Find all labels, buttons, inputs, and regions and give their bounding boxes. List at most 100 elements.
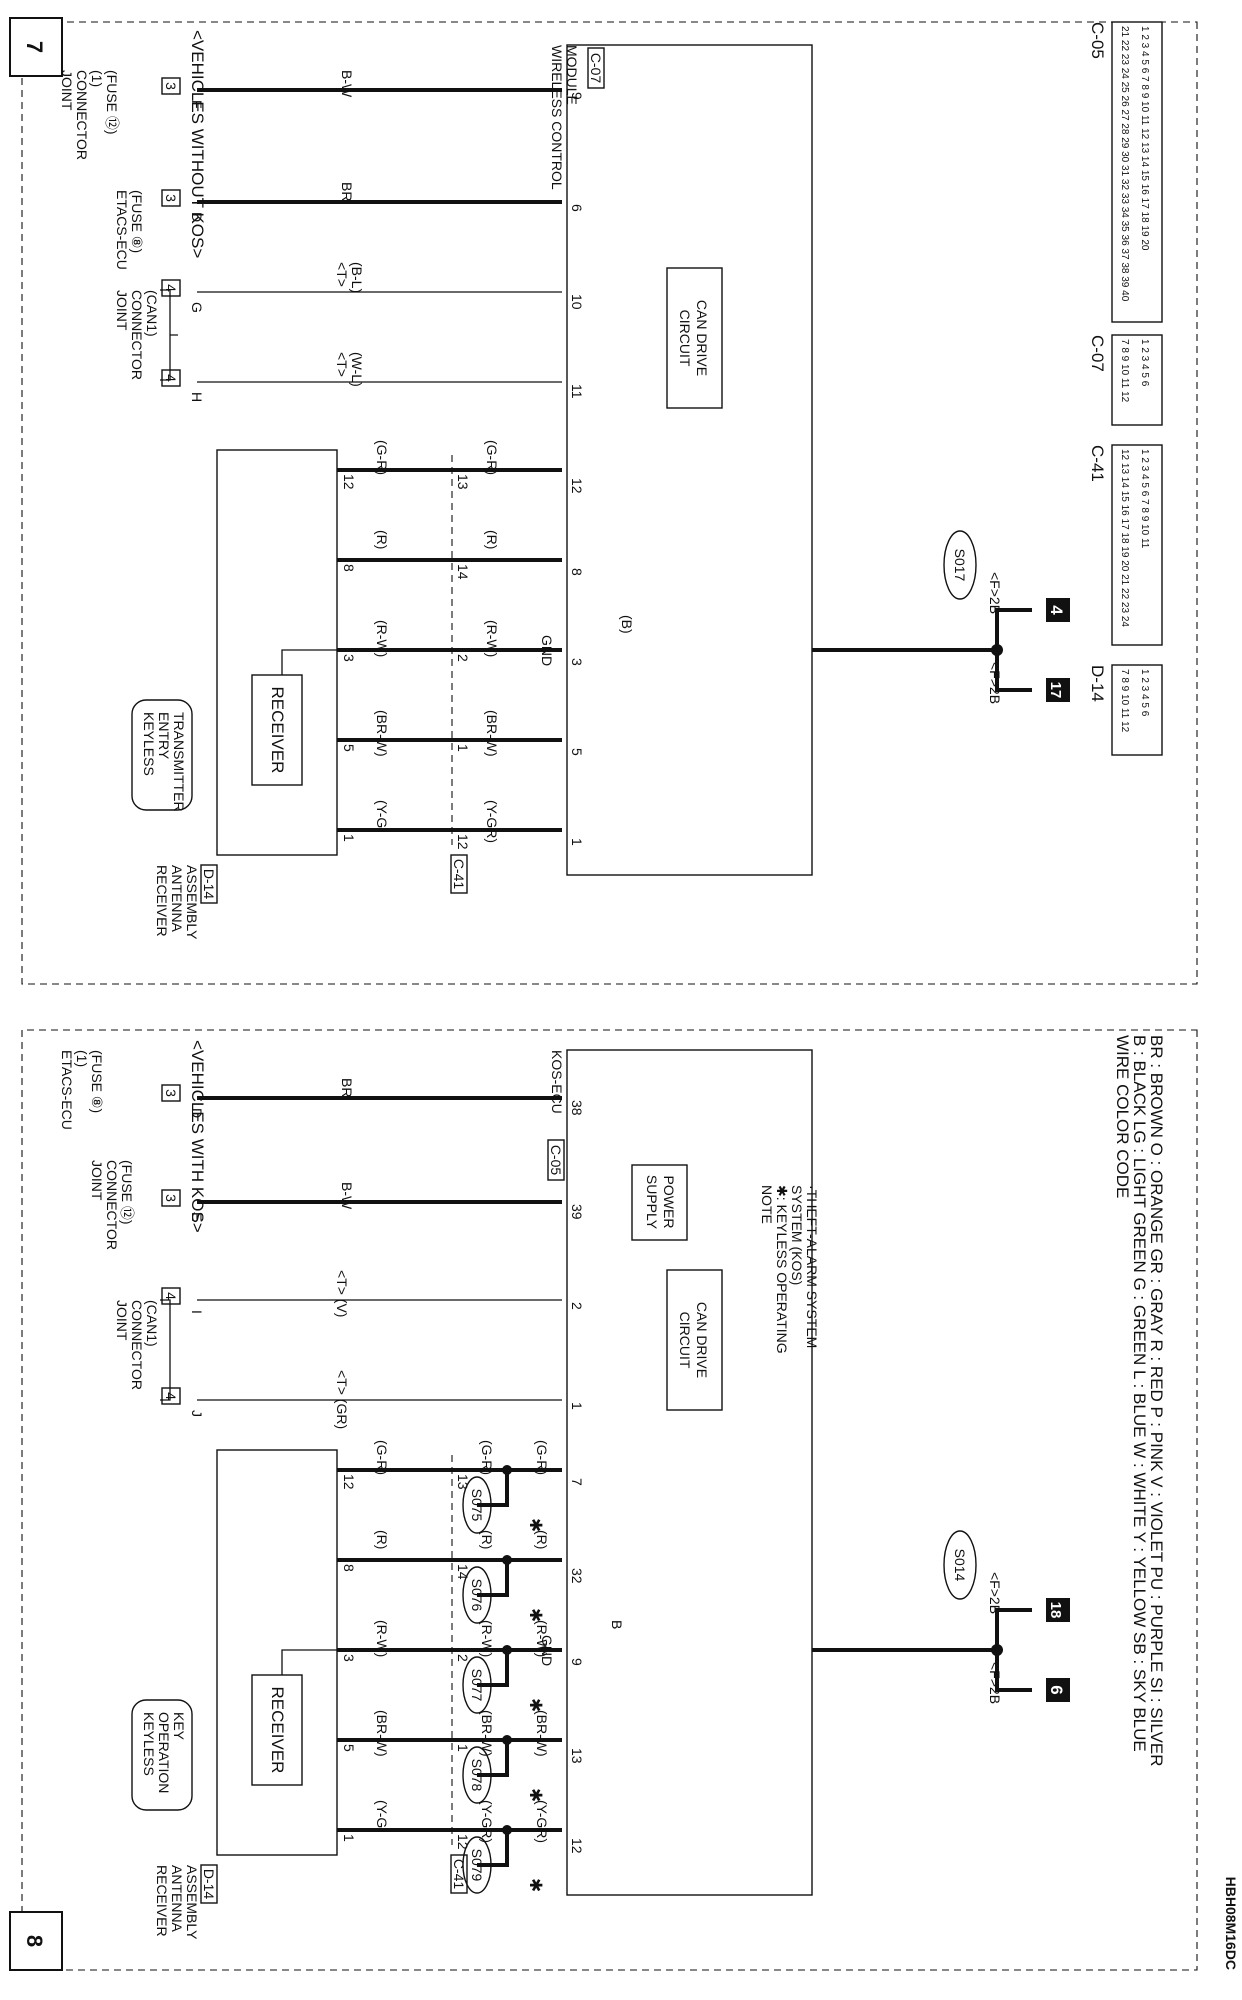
svg-text:<F>2B: <F>2B [987,1662,1003,1704]
svg-text:12 13 14 15 16 17 18 19 20 21: 12 13 14 15 16 17 18 19 20 21 22 23 24 [1119,449,1130,627]
wire-label-t1: <T> [334,262,350,287]
svg-text:8: 8 [341,564,357,572]
svg-text:9: 9 [569,1658,585,1666]
svg-text:JOINT: JOINT [59,70,75,111]
splice-s017 [943,530,977,600]
wire-label-gr: <T> (GR) [334,1370,350,1429]
kos-antenna-pins: 12 8 3 5 1 [341,1474,357,1842]
antenna-title: RECEIVER ANTENNA ASSEMBLY [154,865,200,940]
splice-s014 [943,1530,977,1600]
connector-views: C-05 1 2 3 4 5 6 7 8 9 10 11 12 13 14 15… [1088,21,1163,756]
connector-box-4d: 4 [161,1387,181,1405]
svg-text:9: 9 [569,92,585,100]
svg-text:(FUSE ⑧): (FUSE ⑧) [129,190,145,253]
ground-wire-branch-kos [995,1608,1032,1650]
source-etacs-ecu: ETACS-ECU (FUSE ⑧) [114,190,145,270]
pin-d-kos: D [189,1108,205,1118]
svg-text:13: 13 [455,474,471,490]
svg-text:4: 4 [1047,605,1066,615]
receiver-antenna-icon-kos [281,1649,337,1675]
svg-text:(Y-G): (Y-G) [374,800,390,833]
svg-text:CAN DRIVE: CAN DRIVE [694,300,710,376]
wire-label-bl: (B-L) [349,262,365,293]
svg-text:C-05: C-05 [1088,22,1107,59]
ground-point-6 [1046,1678,1070,1702]
svg-text:✱: ✱ [526,1878,545,1892]
svg-text:1: 1 [341,834,357,842]
svg-text:(R): (R) [484,530,500,549]
svg-text:(BR-W): (BR-W) [479,1710,495,1757]
gnd-wire-label-kos: B [609,1620,625,1629]
section-number-kos: 8 [22,1935,47,1947]
svg-text:SUPPLY: SUPPLY [644,1175,660,1230]
kos-splices: S075 S076 S077 S078 S079 ✱✱ ✱✱ ✱ [462,1465,545,1894]
svg-text:12: 12 [455,1834,471,1850]
svg-text:CIRCUIT: CIRCUIT [677,310,693,367]
svg-text:S075: S075 [469,1489,485,1522]
svg-text:<F>2B: <F>2B [987,662,1003,704]
module-title: WIRELESS CONTROL [549,45,565,190]
kos-mid-pins: 13 14 2 1 12 [455,1474,471,1850]
svg-text:<F>2B: <F>2B [987,1572,1003,1614]
svg-text:13: 13 [455,1474,471,1490]
variant-label: <VEHICLES WITHOUT KOS> [188,30,207,258]
keyless-entry-transmitter [131,699,193,811]
svg-text:D-14: D-14 [1088,665,1107,702]
svg-text:KEY: KEY [171,1712,187,1741]
svg-text:(R): (R) [374,1530,390,1549]
svg-text:8: 8 [569,568,585,576]
gnd-label: GND [539,635,555,666]
svg-text:1: 1 [569,838,585,846]
antenna-title-kos: RECEIVER ANTENNA ASSEMBLY [154,1865,200,1940]
receiver-block [251,674,303,786]
receiver-label-kos: RECEIVER [268,1687,287,1774]
svg-text:✱: ✱ [526,1518,545,1532]
svg-text:3: 3 [163,82,179,90]
svg-text:(BR-W): (BR-W) [534,1710,550,1757]
module-title-2: MODULE [564,45,580,105]
svg-text:·THEFT-ALARM SYSTEM: ·THEFT-ALARM SYSTEM [804,1185,820,1348]
svg-text:(BR-W): (BR-W) [374,710,390,757]
connector-box-3b: 3 [161,189,181,207]
svg-text:ETACS-ECU: ETACS-ECU [59,1050,75,1130]
svg-text:32: 32 [569,1568,585,1584]
receiver-antenna-assembly [216,449,338,856]
svg-text:3: 3 [341,1654,357,1662]
connector-box-4b: 4 [161,369,181,387]
wire-label-t2: <T> [334,352,350,377]
svg-text:JOINT: JOINT [114,1300,130,1341]
svg-text:1 2 3 4 5 6: 1 2 3 4 5 6 [1139,339,1150,387]
svg-text:4: 4 [163,284,179,292]
svg-text:(R): (R) [479,1530,495,1549]
pin-f: F [189,100,205,109]
svg-text:11: 11 [569,384,585,399]
gnd-label-kos: GND [539,1635,555,1666]
svg-text:2: 2 [455,654,471,662]
can-bracket [160,289,178,381]
svg-text:ASSEMBLY: ASSEMBLY [184,865,200,940]
svg-text:KEYLESS: KEYLESS [141,712,157,776]
svg-text:(G-R): (G-R) [484,440,500,475]
wire-label-wl: (W-L) [349,352,365,387]
pin-g: G [189,302,205,313]
mid-pins: 13 14 2 1 12 [455,474,471,850]
pin-d: D [189,212,205,222]
svg-text:CONNECTOR: CONNECTOR [74,70,90,160]
splice-dot [991,644,1003,656]
receiver-antenna-assembly-kos [216,1449,338,1856]
connector-c41: C-41 1 2 3 4 5 6 7 8 9 10 11 12 13 14 15… [1088,444,1163,646]
module-ref-box [587,47,605,89]
svg-text:(G-R): (G-R) [534,1440,550,1475]
can-drive-circuit [666,267,723,409]
svg-text:12: 12 [569,1838,585,1854]
source-can-joint-kos: JOINT CONNECTOR (CAN1) [114,1300,160,1390]
wire-label-bw: B-W [339,70,355,98]
svg-text:S076: S076 [469,1579,485,1612]
d14-ref-kos: D-14 [201,1869,217,1900]
svg-text:(CAN1): (CAN1) [144,1300,160,1347]
svg-text:3: 3 [341,654,357,662]
svg-text:CONNECTOR: CONNECTOR [129,290,145,380]
c41-ref-kos: C-41 [451,1859,467,1890]
antenna-labels: (G-R) (R) (R-W) (BR-W) (Y-G) [374,440,390,833]
